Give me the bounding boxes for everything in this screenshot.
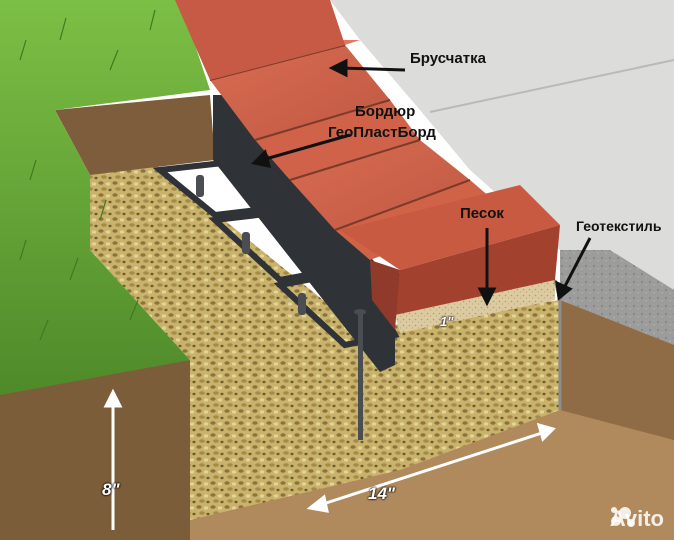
label-paving: Брусчатка <box>410 50 486 67</box>
dimension-arrows <box>103 388 556 530</box>
sand-layer <box>395 280 555 333</box>
avito-logo-icon <box>610 507 635 527</box>
grass-area <box>0 0 210 395</box>
concrete-slab <box>330 0 674 300</box>
anchor-stakes <box>196 175 366 440</box>
avito-watermark: Avito <box>610 506 664 532</box>
plastic-border-base <box>152 156 400 349</box>
dimension-width: 14" <box>368 484 395 503</box>
concrete-joint <box>429 59 674 113</box>
dimension-sand-layer: 1" <box>440 314 454 329</box>
soil-left-wall <box>0 360 190 540</box>
concrete-base-right <box>560 250 674 345</box>
dimension-depth: 8" <box>102 480 120 499</box>
label-sand: Песок <box>460 205 504 222</box>
label-border-line2: ГеоПластБорд <box>328 124 436 141</box>
grass-blades <box>19 9 156 341</box>
label-arrows <box>250 58 592 307</box>
label-geotextile: Геотекстиль <box>576 218 662 234</box>
gravel-bed <box>90 160 560 520</box>
soil-left-back <box>55 95 215 175</box>
label-border-line1: Бордюр <box>355 103 416 120</box>
